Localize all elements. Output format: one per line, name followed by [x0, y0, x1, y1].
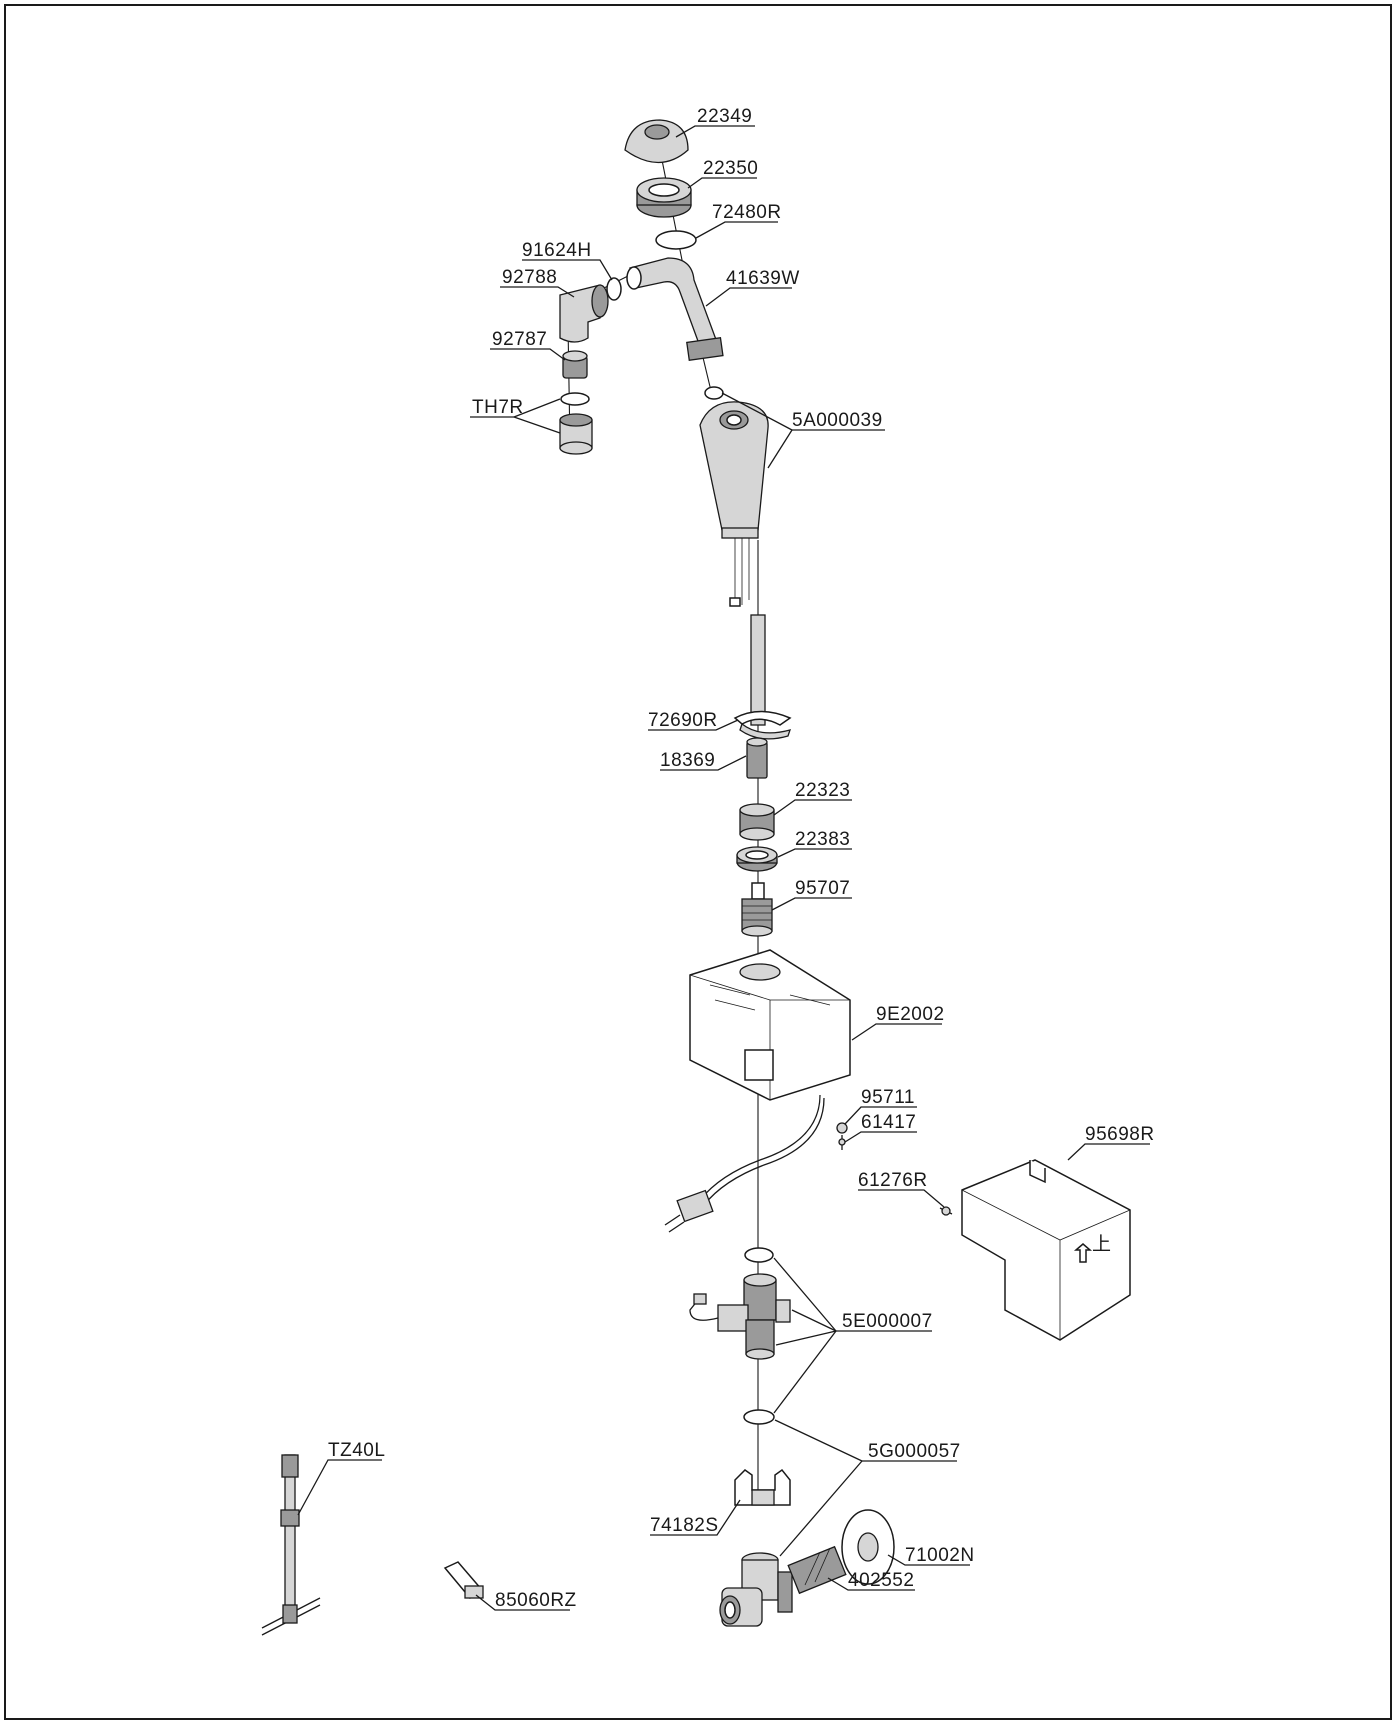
part-22350-nut[interactable]	[636, 177, 692, 218]
label-92787: 92787	[492, 329, 547, 350]
label-5E000007: 5E000007	[842, 1311, 933, 1332]
label-95707: 95707	[795, 878, 850, 899]
label-95711: 95711	[861, 1087, 915, 1108]
label-TZ40L: TZ40L	[328, 1440, 385, 1461]
part-22349-cap[interactable]	[624, 119, 689, 163]
label-74182S: 74182S	[650, 1515, 719, 1536]
label-5G000057: 5G000057	[868, 1441, 961, 1462]
part-5A000039-faucet-body[interactable]	[699, 386, 769, 726]
power-cord	[664, 1094, 825, 1233]
part-72480R-o-ring[interactable]	[655, 230, 697, 250]
part-TZ40L-key[interactable]	[261, 1454, 321, 1636]
label-22323: 22323	[795, 780, 850, 801]
part-9E2002-control-box[interactable]	[689, 949, 851, 1101]
label-72690R: 72690R	[648, 710, 718, 731]
part-5G000057-stop-valve[interactable]	[719, 1552, 793, 1627]
part-61276R-screw[interactable]	[939, 1206, 953, 1216]
part-61417-screw[interactable]	[838, 1135, 846, 1150]
label-TH7R: TH7R	[472, 397, 524, 418]
drawing-frame	[4, 4, 1392, 1720]
part-41639W-spout[interactable]	[626, 257, 724, 362]
part-TH7R-aerator[interactable]	[559, 392, 593, 455]
label-18369: 18369	[660, 750, 715, 771]
part-95711-screw[interactable]	[836, 1122, 848, 1134]
part-85060RZ-spanner[interactable]	[443, 1561, 484, 1599]
label-85060RZ: 85060RZ	[495, 1590, 577, 1611]
label-41639W: 41639W	[726, 268, 800, 289]
label-92788: 92788	[502, 267, 557, 288]
label-22383: 22383	[795, 829, 850, 850]
label-22350: 22350	[703, 158, 758, 179]
leader-lines	[297, 125, 1150, 1611]
label-9E2002: 9E2002	[876, 1004, 945, 1025]
part-18369-sleeve[interactable]	[746, 737, 768, 779]
part-71002N-flange[interactable]	[841, 1509, 895, 1585]
cover-marking: 上	[1092, 1233, 1112, 1255]
label-61276R: 61276R	[858, 1170, 928, 1191]
label-91624H: 91624H	[522, 240, 592, 261]
assembly-axis	[559, 149, 759, 1505]
label-5A000039: 5A000039	[792, 410, 883, 431]
part-91624H-o-ring[interactable]	[606, 277, 622, 301]
part-5G000057-o-ring[interactable]	[743, 1409, 775, 1425]
label-95698R: 95698R	[1085, 1124, 1155, 1145]
part-5E000007-solenoid-valve[interactable]	[689, 1247, 791, 1360]
label-22349: 22349	[697, 106, 752, 127]
part-74182S-bracket[interactable]	[734, 1468, 791, 1506]
label-71002N: 71002N	[905, 1545, 975, 1566]
label-72480R: 72480R	[712, 202, 782, 223]
label-402552: 402552	[848, 1570, 914, 1591]
part-95698R-cover[interactable]: 上	[961, 1159, 1131, 1341]
part-402552-nipple[interactable]	[787, 1545, 847, 1595]
part-72690R-clip[interactable]	[733, 710, 792, 740]
label-61417: 61417	[861, 1112, 916, 1133]
part-92787-coupling[interactable]	[562, 350, 588, 379]
part-labels: 22349 22350 72480R 91624H 92788 41639W 9…	[328, 106, 1155, 1611]
part-95707-threaded-shank[interactable]	[741, 882, 773, 937]
part-92788-elbow[interactable]	[559, 284, 609, 343]
part-22383-washer[interactable]	[736, 846, 778, 872]
part-22323-nut[interactable]	[739, 803, 775, 841]
